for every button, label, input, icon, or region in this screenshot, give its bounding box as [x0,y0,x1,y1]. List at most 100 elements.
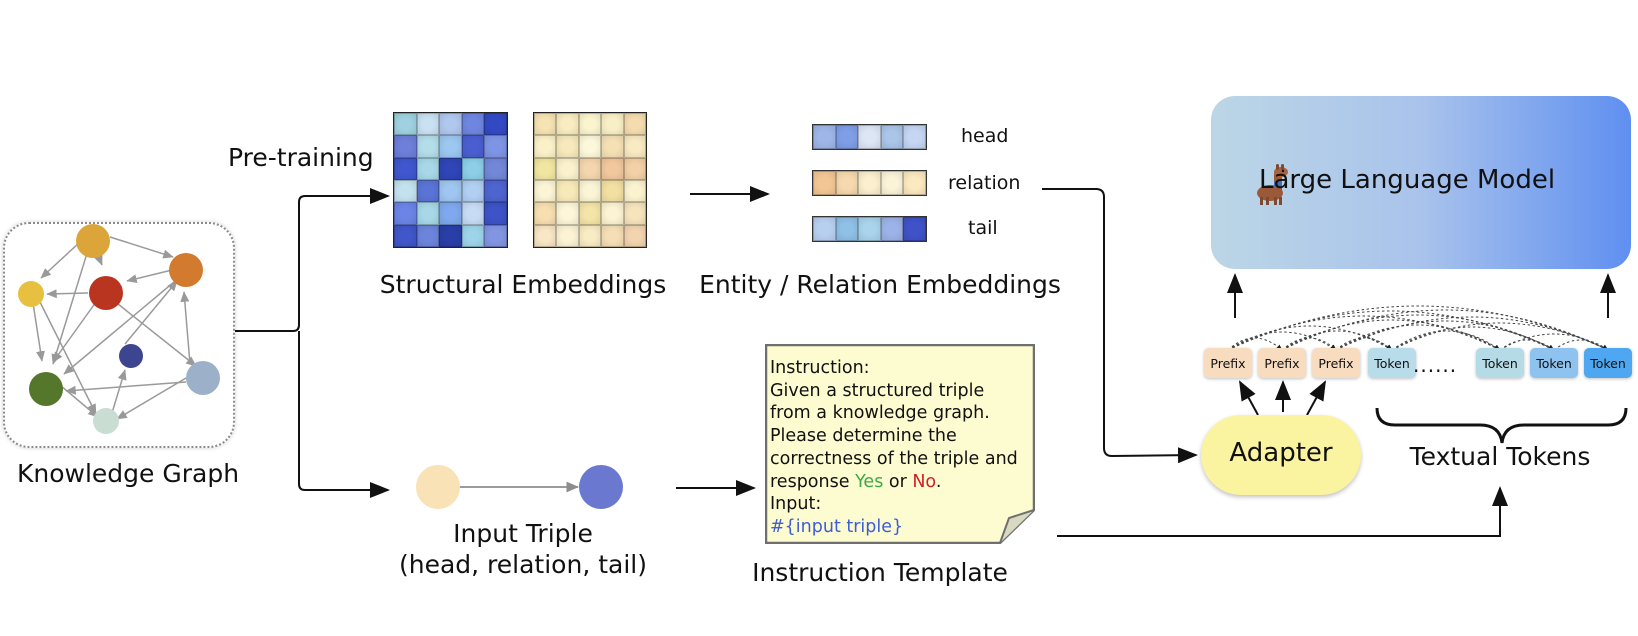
llm-label: Large Language Model [1259,165,1556,195]
embedding-cell [534,180,557,203]
embedding-cell [394,135,417,158]
tail-embedding-strip [812,216,927,242]
instruction-line: correctness of the triple and [770,448,1018,469]
embedding-cell [858,125,881,149]
embedding-cell [416,113,440,136]
text-token: Token [1368,348,1416,378]
embedding-cell [578,113,602,136]
embedding-cell [556,180,579,203]
embedding-cell [556,157,579,180]
embedding-cell [813,171,836,195]
text-token: Token [1584,348,1632,378]
embedding-cell [461,135,485,158]
kg-to-triple-arrow [298,331,390,498]
tail-label: tail [968,217,998,239]
input-triple-sublabel: (head, relation, tail) [399,550,647,579]
head-embedding-strip [812,124,927,150]
period-text: . [935,471,942,492]
knowledge-graph-label: Knowledge Graph [17,459,240,488]
llama-icon [1257,164,1288,205]
embedding-cell [813,125,836,149]
embedding-cell [484,202,507,225]
embedding-cell [601,224,624,247]
kg-node [169,253,203,287]
prefix-token: Prefix [1312,348,1360,378]
kg-node [119,344,143,368]
structural-embedding-grid-blue [393,112,508,248]
embedding-cell [601,202,624,225]
instruction-line: Given a structured triple [770,380,985,401]
attention-arcs [1227,305,1609,351]
instruction-line: from a knowledge graph. [770,403,990,424]
embedding-cell [416,135,440,158]
embedding-cell [439,224,462,247]
triple-head-node [416,465,460,509]
adapter-to-prefix3 [1306,380,1326,416]
embedding-cell [534,202,557,225]
embedding-cell [601,180,624,203]
adapter-to-prefix1 [1239,380,1259,416]
embedding-cell [578,224,602,247]
embedding-cell [835,125,859,149]
embedding-cell [534,135,557,158]
response-text: response [770,471,856,492]
textual-tokens-label: Textual Tokens [1409,442,1591,471]
embedding-cell [484,113,507,136]
embedding-cell [601,113,624,136]
embedding-cell [439,135,462,158]
prefix-token: Prefix [1204,348,1252,378]
kg-node [89,276,123,310]
embedding-cell [394,224,417,247]
embedding-cell [394,180,417,203]
embedding-cell [835,171,859,195]
embedding-cell [903,217,926,241]
embedding-cell [484,224,507,247]
embedding-cell [835,217,859,241]
embedding-cell [461,202,485,225]
kg-edges [32,236,197,420]
embedding-cell [601,135,624,158]
embeddings-to-adapter-arrow [1042,188,1198,464]
prefix-token: Prefix [1258,348,1306,378]
no-text: No [912,471,936,492]
embedding-cell [623,113,646,136]
embedding-cell [903,171,926,195]
embedding-cell [461,224,485,247]
embedding-cell [578,157,602,180]
embedding-cell [556,113,579,136]
embedding-cell [556,135,579,158]
embedding-cell [858,217,881,241]
relation-embedding-strip [812,170,927,196]
embedding-cell [461,113,485,136]
token-ellipsis: ...... [1413,353,1458,377]
embedding-cell [601,157,624,180]
adapter-box [1201,415,1361,495]
embedding-cell [534,224,557,247]
embedding-cell [578,202,602,225]
embedding-cell [813,217,836,241]
embedding-cell [534,157,557,180]
embedding-cell [556,202,579,225]
text-token: Token [1476,348,1524,378]
embedding-cell [439,157,462,180]
embedding-cell [623,202,646,225]
embedding-cell [556,224,579,247]
text-token: Token [1530,348,1578,378]
embedding-cell [416,180,440,203]
input-triple-label: Input Triple [453,519,593,548]
instruction-note [765,344,1035,544]
embedding-cell [484,180,507,203]
textual-tokens-brace [1375,407,1628,444]
structural-embedding-grid-orange [533,112,647,248]
instruction-line: response Yes or No. [770,471,1018,494]
or-text: or [883,471,913,492]
kg-node [186,361,220,395]
embedding-cell [623,157,646,180]
embedding-cell [623,135,646,158]
structural-embeddings-label: Structural Embeddings [379,270,667,299]
embedding-cell [534,113,557,136]
embedding-cell [858,171,881,195]
pretraining-label: Pre-training [228,143,374,172]
